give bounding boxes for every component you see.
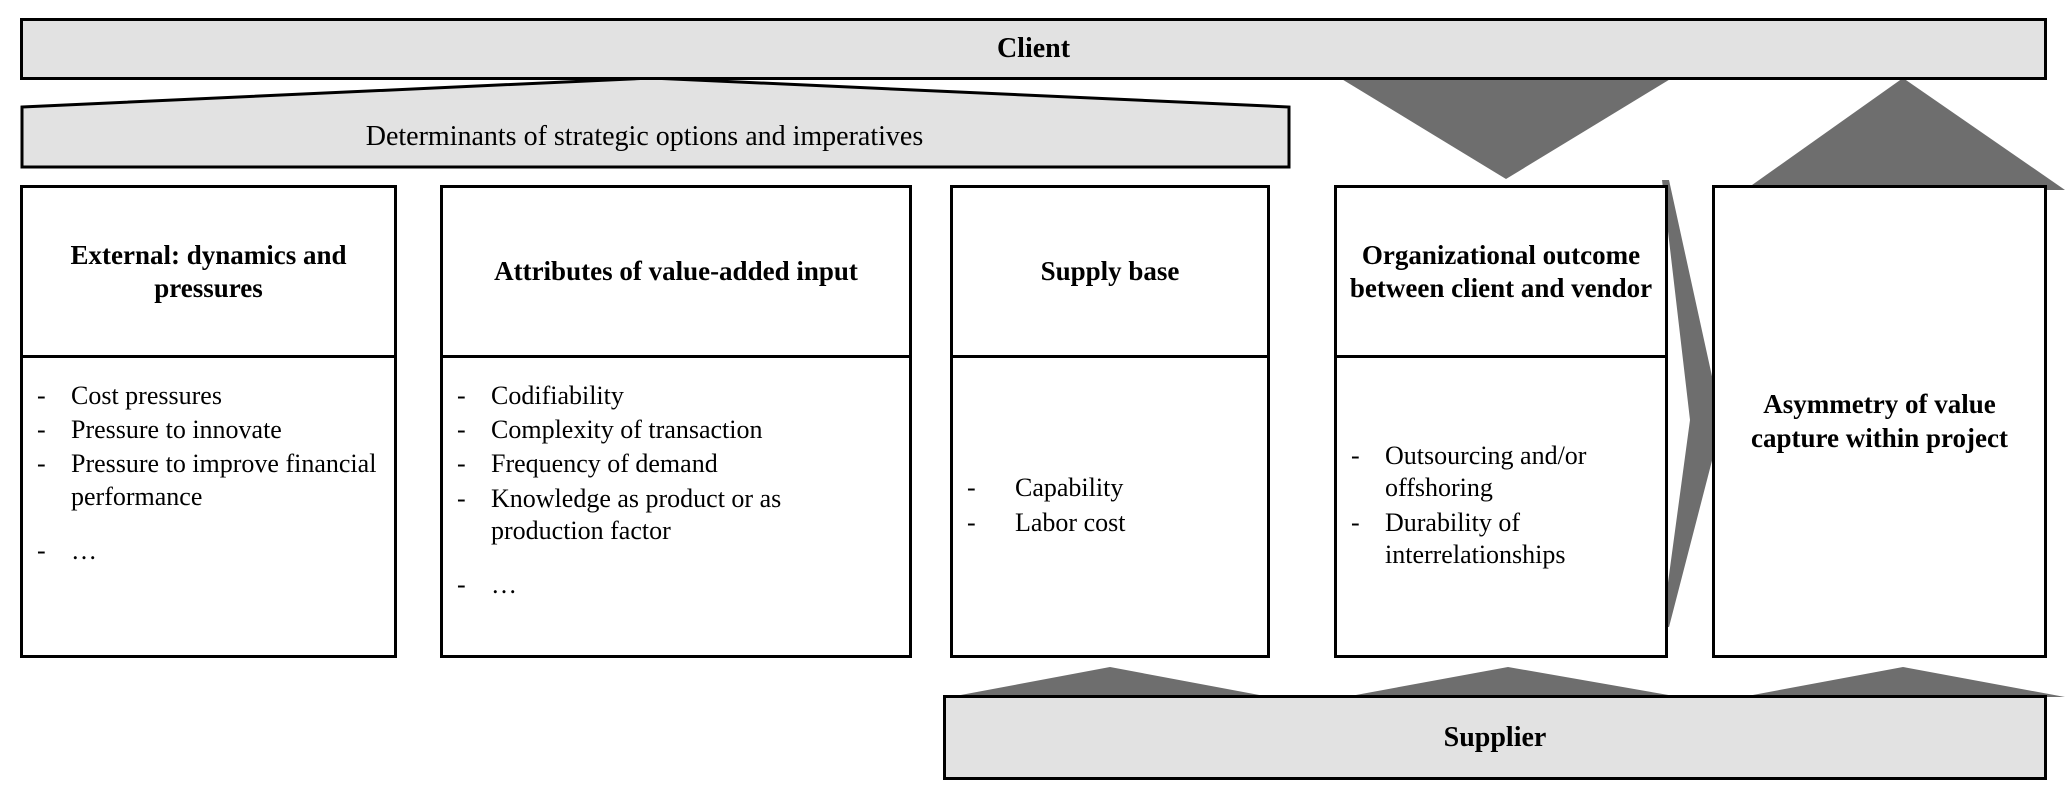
box-attributes: Attributes of value-added input - Codifi…	[440, 185, 912, 658]
box-external-list: - Cost pressures - Pressure to innovate …	[37, 380, 380, 569]
bullet-text: Codifiability	[491, 381, 624, 410]
arrow-client-to-asymmetry	[1745, 78, 2065, 190]
list-item: - Codifiability	[457, 380, 895, 412]
box-asymmetry-heading: Asymmetry of value capture within projec…	[1751, 388, 2008, 453]
box-supply-base-heading: Supply base	[953, 188, 1267, 358]
list-item: - Cost pressures	[37, 380, 380, 412]
determinants-banner-label: Determinants of strategic options and im…	[365, 121, 924, 152]
bullet-dash: -	[37, 535, 46, 565]
supplier-bar: Supplier	[943, 695, 2047, 780]
bullet-text: Cost pressures	[71, 381, 222, 410]
bullet-text: Labor cost	[1015, 507, 1126, 537]
bullet-text: Durability of interrelationships	[1385, 507, 1566, 569]
box-external-heading: External: dynamics and pressures	[23, 188, 394, 358]
client-bar-label: Client	[996, 33, 1071, 64]
bullet-text: Frequency of demand	[491, 449, 718, 479]
bullet-text: Knowledge as product or as production fa…	[491, 483, 782, 545]
bullet-dash: -	[1351, 441, 1360, 471]
bullet-dash: -	[457, 381, 466, 410]
arrow-client-to-organizational-outcome	[1340, 78, 1672, 179]
bullet-text: Pressure to innovate	[71, 415, 282, 445]
bullet-dash: -	[967, 473, 976, 503]
box-attributes-heading: Attributes of value-added input	[443, 188, 909, 358]
bullet-dash: -	[457, 570, 466, 600]
list-item: - Outsourcing and/or offshoring	[1351, 440, 1651, 504]
determinants-banner-label-wrap: Determinants of strategic options and im…	[22, 107, 1267, 167]
box-supply-base: Supply base - Capability - Labor cost	[950, 185, 1270, 658]
bullet-dash: -	[1351, 507, 1360, 537]
box-organizational-outcome-body: - Outsourcing and/or offshoring - Durabi…	[1337, 358, 1665, 655]
bullet-dash: -	[37, 381, 46, 410]
bullet-dash: -	[457, 483, 466, 513]
bullet-text: Outsourcing and/or offshoring	[1385, 441, 1587, 503]
list-item: - …	[457, 569, 895, 601]
list-item: - Labor cost	[967, 507, 1253, 539]
box-supply-base-list: - Capability - Labor cost	[967, 472, 1253, 540]
bullet-dash: -	[37, 415, 46, 445]
list-item: - Complexity of transaction	[457, 414, 895, 446]
arrow-organizational-outcome-to-supplier	[1345, 667, 1680, 697]
box-organizational-outcome-list: - Outsourcing and/or offshoring - Durabi…	[1351, 440, 1651, 573]
box-attributes-list: - Codifiability - Complexity of transact…	[457, 380, 895, 603]
bullet-dash: -	[37, 449, 46, 479]
list-item: - …	[37, 535, 380, 567]
arrow-asymmetry-to-supplier	[1742, 667, 2065, 697]
box-attributes-body: - Codifiability - Complexity of transact…	[443, 358, 909, 655]
list-item: - Pressure to innovate	[37, 414, 380, 446]
box-asymmetry: Asymmetry of value capture within projec…	[1712, 185, 2047, 658]
bullet-text: Capability	[1015, 473, 1124, 503]
box-external: External: dynamics and pressures - Cost …	[20, 185, 397, 658]
list-item: - Pressure to improve financial performa…	[37, 448, 380, 512]
box-organizational-outcome-heading: Organizational outcome between client an…	[1337, 188, 1665, 358]
bullet-text: Complexity of transaction	[491, 415, 763, 445]
list-item: - Capability	[967, 472, 1253, 504]
supplier-bar-label: Supplier	[1443, 721, 1547, 753]
list-item: - Knowledge as product or as production …	[457, 483, 895, 547]
bullet-text: Pressure to improve financial performanc…	[71, 449, 377, 511]
box-organizational-outcome: Organizational outcome between client an…	[1334, 185, 1668, 658]
list-item: - Durability of interrelationships	[1351, 507, 1651, 571]
bullet-dash: -	[457, 415, 466, 445]
box-supply-base-body: - Capability - Labor cost	[953, 358, 1267, 655]
arrow-supply-base-to-supplier	[950, 667, 1270, 697]
list-item: - Frequency of demand	[457, 448, 895, 480]
bullet-dash: -	[967, 507, 976, 537]
bullet-dash: -	[457, 449, 466, 479]
bullet-text: …	[491, 570, 517, 600]
bullet-text: …	[71, 535, 97, 565]
box-external-body: - Cost pressures - Pressure to innovate …	[23, 358, 394, 655]
client-bar: Client	[20, 18, 2047, 80]
